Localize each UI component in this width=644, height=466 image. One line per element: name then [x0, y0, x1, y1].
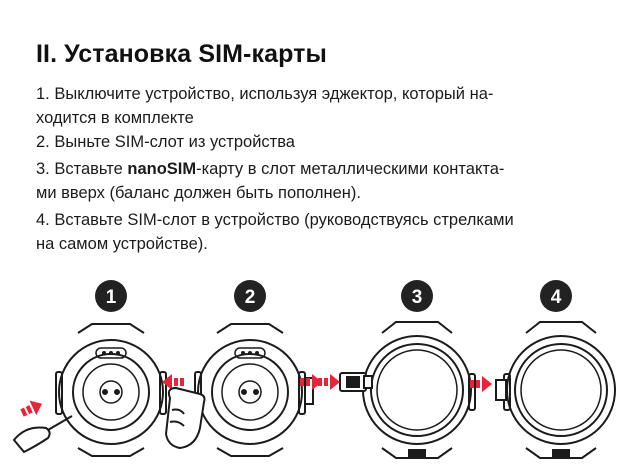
- step-badge-3: 3: [401, 280, 433, 312]
- watch-back-icon: [194, 323, 314, 457]
- hand-icon: [164, 386, 206, 450]
- figure-3: 3: [318, 280, 476, 459]
- step-badge-1: 1: [95, 280, 127, 312]
- illustrations: 1 2: [12, 280, 616, 459]
- badge-4-number: 4: [551, 287, 562, 308]
- step-badge-2: 2: [234, 280, 266, 312]
- watch-front-icon: [362, 321, 476, 459]
- badge-1-number: 1: [106, 287, 117, 308]
- sim-tray-icon: [339, 372, 373, 392]
- watch-back-icon: [55, 323, 167, 457]
- arrow-insert-icon: [470, 376, 492, 392]
- step-1-line-2: ходится в комплекте: [36, 109, 194, 127]
- figure-1: 1: [12, 280, 167, 457]
- step-1-line-1: 1. Выключите устройство, используя эджек…: [36, 85, 494, 103]
- step-3-line-2: ми вверх (баланс должен быть пополнен).: [36, 184, 361, 202]
- watch-front-icon: [495, 321, 616, 459]
- figure-2: 2: [162, 280, 322, 457]
- nanosim-term: nanoSIM: [127, 160, 197, 178]
- step-3-suffix: -карту в слот металлическими контакта-: [196, 160, 505, 178]
- step-4-line-1: 4. Вставьте SIM-слот в устройство (руков…: [36, 211, 514, 229]
- step-2-line-1: 2. Выньте SIM-слот из устройства: [36, 133, 295, 151]
- ejector-pin-icon: [12, 415, 73, 454]
- step-badge-4: 4: [540, 280, 572, 312]
- step-3-line-1: 3. Вставьте nanoSIM-карту в слот металли…: [36, 157, 616, 181]
- arrow-sim-icon: [318, 374, 340, 390]
- step-4-line-2: на самом устройстве).: [36, 235, 208, 253]
- figure-4: 4: [470, 280, 616, 459]
- step-3-prefix: 3. Вставьте: [36, 160, 128, 178]
- badge-2-number: 2: [245, 287, 256, 308]
- instruction-steps: 1. Выключите устройство, используя эджек…: [36, 82, 616, 256]
- page-title: II. Установка SIM-карты: [36, 40, 327, 68]
- arrow-pin-icon: [18, 396, 46, 421]
- badge-3-number: 3: [412, 287, 423, 308]
